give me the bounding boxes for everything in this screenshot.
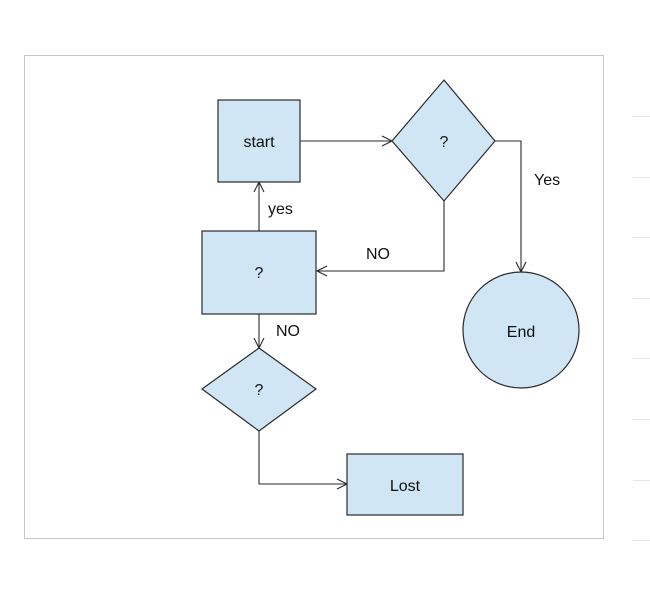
- node-process-mid: ?: [201, 230, 317, 315]
- edge-label-yes-start: yes: [268, 201, 293, 218]
- ruler-tick: [633, 480, 650, 481]
- node-process-mid-label: ?: [255, 265, 264, 282]
- ruler-tick: [633, 298, 650, 299]
- ruler-tick: [633, 237, 650, 238]
- node-start-label: start: [243, 134, 275, 151]
- ruler-tick: [633, 116, 650, 117]
- edge-decision-top-to-end: [495, 140, 521, 272]
- node-lost-label: Lost: [390, 478, 421, 495]
- node-decision-top-label: ?: [440, 134, 449, 151]
- node-start: start: [217, 99, 301, 183]
- ruler-tick: [633, 419, 650, 420]
- ruler-tick: [633, 177, 650, 178]
- node-decision-bottom: ?: [200, 347, 318, 432]
- node-end-label: End: [507, 324, 535, 341]
- node-decision-bottom-label: ?: [255, 382, 264, 399]
- node-end: End: [462, 271, 580, 389]
- edge-decision-top-to-process: [317, 201, 445, 271]
- node-decision-top: ?: [391, 79, 496, 202]
- node-lost: Lost: [346, 453, 464, 516]
- ruler-tick: [633, 540, 650, 541]
- edge-label-yes-end: Yes: [534, 172, 560, 189]
- ruler-tick: [633, 358, 650, 359]
- edge-decision-bottom-to-lost: [258, 431, 347, 484]
- edge-label-no-process: NO: [366, 246, 390, 263]
- edge-label-no-decision: NO: [276, 323, 300, 340]
